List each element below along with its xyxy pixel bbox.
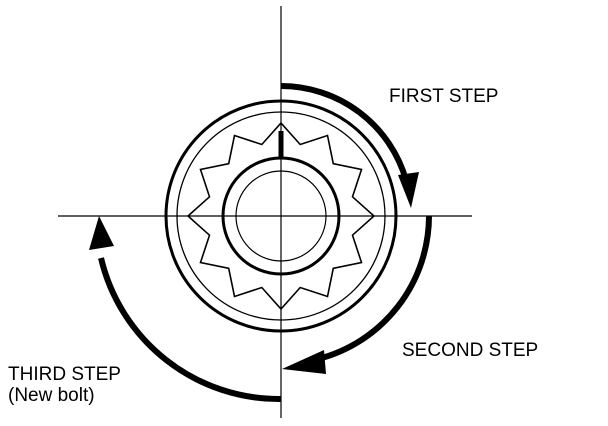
third-step-arrowhead	[89, 216, 114, 250]
first-step-arrowhead	[398, 172, 419, 208]
third-step-label: THIRD STEP	[8, 364, 121, 385]
first-step-label: FIRST STEP	[389, 86, 499, 107]
third-step-arrow	[98, 257, 282, 403]
third-step-label-group: THIRD STEP (New bolt)	[8, 364, 121, 406]
second-step-arrow	[317, 215, 432, 362]
first-step-arrow	[280, 82, 409, 181]
bolt-outer-circle	[164, 99, 398, 333]
second-step-label: SECOND STEP	[402, 340, 539, 361]
bolt-twelve-point-head	[186, 121, 376, 311]
second-step-arrowhead	[282, 350, 326, 374]
bolt-shank-inner-circle	[235, 170, 327, 262]
bolt-washer-circle	[176, 111, 386, 321]
third-step-note: (New bolt)	[8, 385, 95, 406]
